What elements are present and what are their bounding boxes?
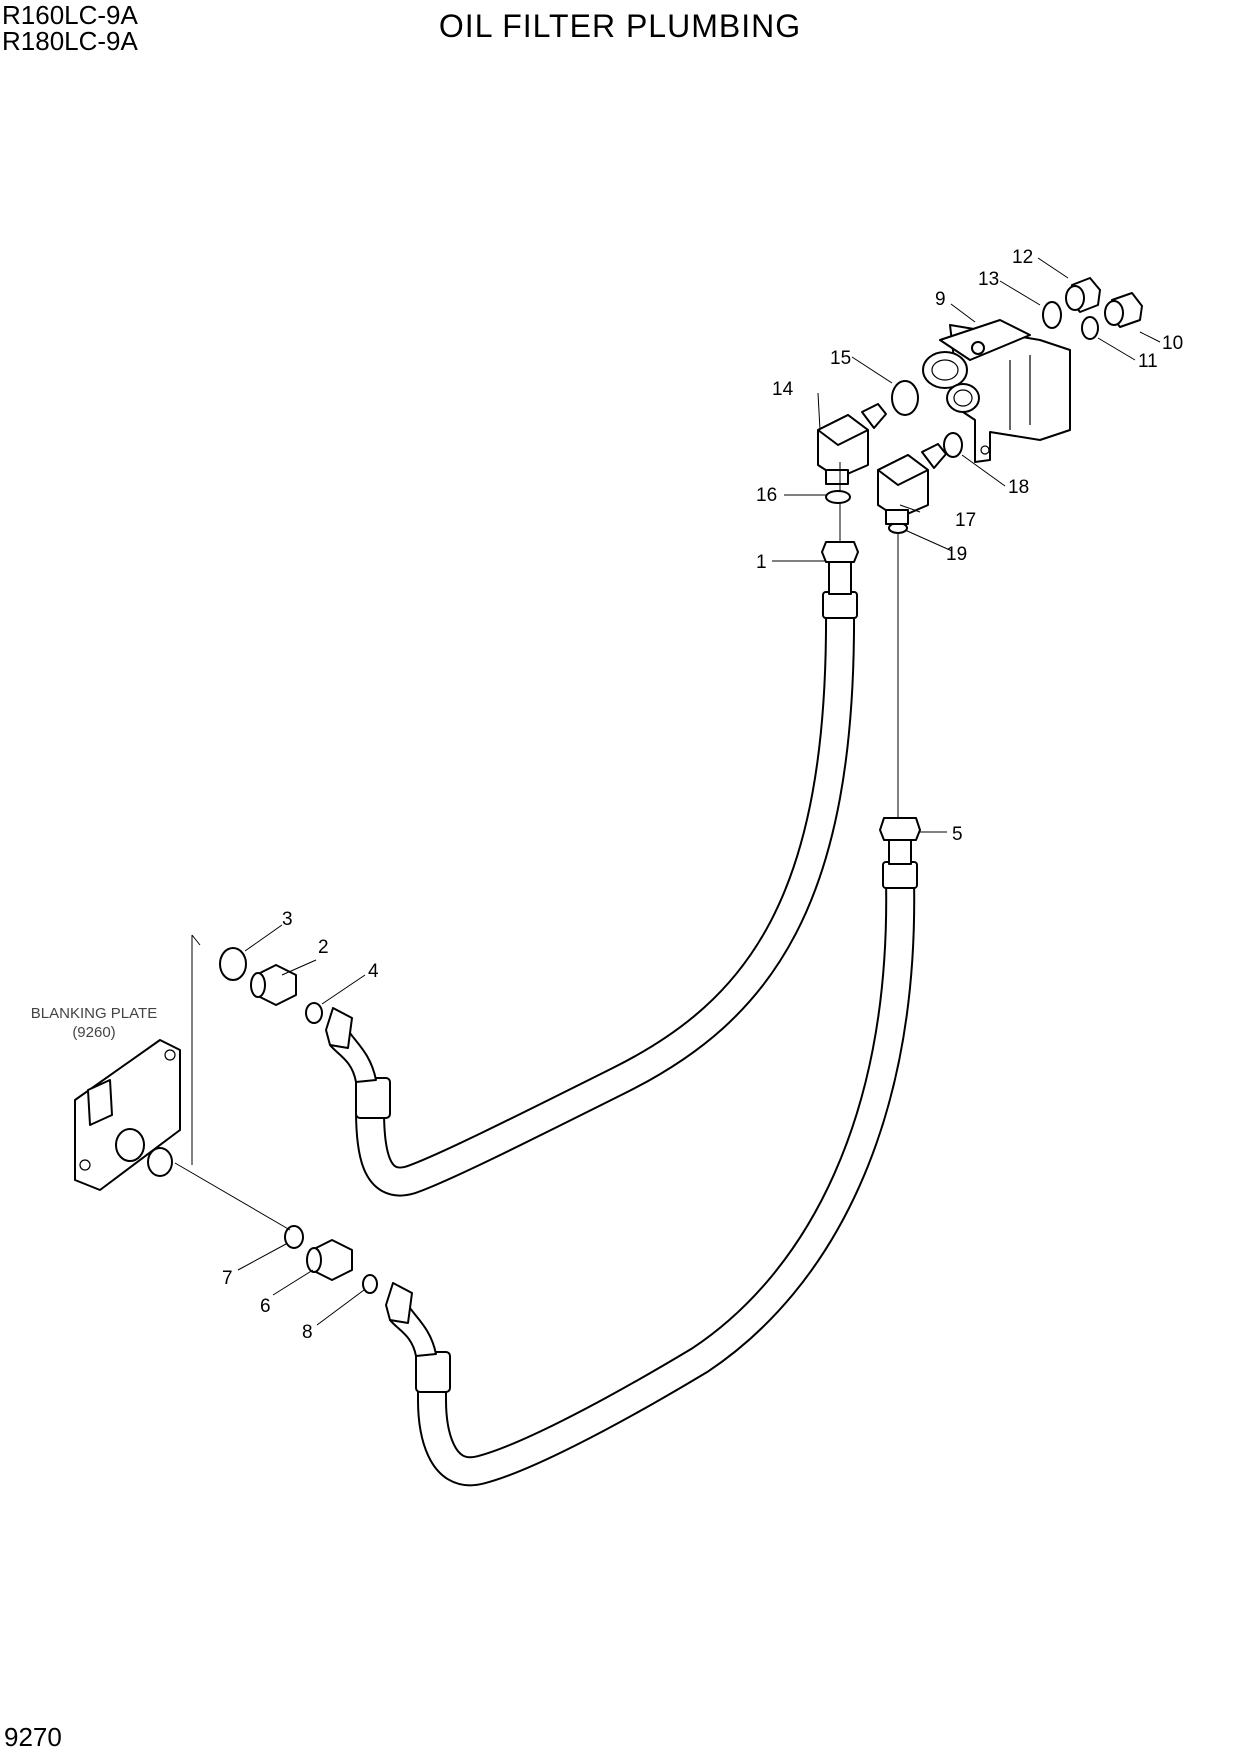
o-ring-3 bbox=[219, 947, 247, 981]
callout-4: 4 bbox=[368, 961, 379, 982]
callout-9: 9 bbox=[935, 289, 946, 310]
callout-7: 7 bbox=[222, 1268, 233, 1289]
callout-13: 13 bbox=[978, 269, 999, 290]
callout-15: 15 bbox=[830, 348, 851, 369]
o-rings bbox=[825, 301, 1099, 534]
assembly-lines bbox=[174, 462, 899, 1231]
callout-2: 2 bbox=[318, 937, 329, 958]
o-ring-8 bbox=[362, 1274, 378, 1294]
o-ring-7 bbox=[284, 1225, 304, 1249]
callout-14: 14 bbox=[772, 379, 794, 400]
page-title: OIL FILTER PLUMBING bbox=[438, 8, 802, 44]
blanking-plate bbox=[74, 1039, 181, 1191]
callout-1: 1 bbox=[756, 552, 767, 573]
callout-8: 8 bbox=[302, 1322, 313, 1343]
callout-17: 17 bbox=[955, 510, 976, 531]
blanking-plate-ref: (9260) bbox=[72, 1024, 115, 1041]
filter-head-9 bbox=[922, 319, 1071, 463]
callout-leaders bbox=[237, 257, 1161, 1326]
callout-numbers: 1 2 3 4 5 6 7 8 9 10 11 12 13 14 15 16 1… bbox=[222, 247, 1183, 1343]
plug-10 bbox=[1104, 292, 1143, 328]
callout-6: 6 bbox=[260, 1296, 271, 1317]
o-ring-4 bbox=[305, 1002, 323, 1024]
elbow-17 bbox=[877, 443, 947, 525]
hose-assembly-1 bbox=[325, 541, 859, 1197]
callout-18: 18 bbox=[1008, 477, 1029, 498]
callout-3: 3 bbox=[282, 909, 293, 930]
callout-10: 10 bbox=[1162, 333, 1183, 354]
hose-assembly-5 bbox=[385, 817, 921, 1487]
model-label-2: R180LC-9A bbox=[2, 26, 138, 56]
connector-2 bbox=[250, 964, 297, 1006]
connector-6 bbox=[306, 1239, 353, 1281]
page-number: 9270 bbox=[4, 1722, 62, 1752]
blanking-plate-note: BLANKING PLATE bbox=[31, 1005, 157, 1022]
elbow-14 bbox=[817, 403, 887, 485]
plug-12 bbox=[1065, 277, 1101, 313]
callout-12: 12 bbox=[1012, 247, 1033, 268]
callout-11: 11 bbox=[1138, 351, 1158, 372]
callout-19: 19 bbox=[946, 544, 967, 565]
model-label-1: R160LC-9A bbox=[2, 0, 138, 30]
callout-5: 5 bbox=[952, 824, 963, 845]
callout-16: 16 bbox=[756, 485, 777, 506]
